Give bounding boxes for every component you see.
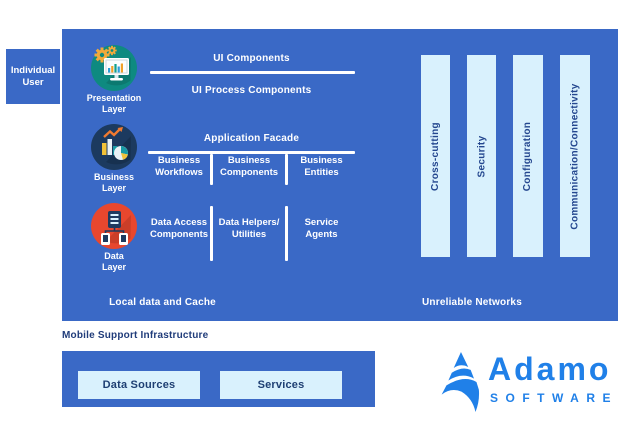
data-access-components-cell: Data Access Components: [149, 217, 209, 240]
ui-process-components-label: UI Process Components: [191, 85, 312, 96]
presentation-layer-icon: [91, 45, 137, 91]
communication-connectivity-bar: Communication/Connectivity: [560, 55, 590, 257]
service-agents-cell: Service Agents: [304, 217, 339, 240]
adamo-software-logo: Adamo SOFTWARE: [440, 351, 626, 413]
data-layer-badge: Data Layer: [77, 203, 151, 273]
business-layer-label: Business Layer: [93, 172, 135, 193]
cross-cutting-bar: Cross-cutting: [421, 55, 450, 257]
data-layer-icon: [91, 203, 137, 249]
business-cell-separator: [285, 154, 288, 185]
business-components-cell: Business Components: [219, 155, 279, 178]
business-layer-badge: Business Layer: [77, 124, 151, 194]
cross-cutting-label: Cross-cutting: [430, 121, 441, 191]
local-data-cache-label: Local data and Cache: [109, 297, 216, 308]
data-sources-box: Data Sources: [78, 371, 200, 399]
mobile-support-infrastructure-title: Mobile Support Infrastructure: [62, 330, 209, 341]
configuration-label: Configuration: [522, 121, 534, 191]
configuration-bar: Configuration: [513, 55, 543, 257]
data-cell-separator: [210, 206, 213, 261]
data-helpers-utilities-cell: Data Helpers/ Utilities: [218, 217, 280, 240]
ui-components-label: UI Components: [213, 53, 290, 64]
security-bar: Security: [467, 55, 496, 257]
business-cell-separator: [210, 154, 213, 185]
data-layer-label: Data Layer: [101, 251, 127, 272]
application-facade-label: Application Facade: [203, 133, 300, 144]
communication-connectivity-label: Communication/Connectivity: [569, 82, 581, 230]
data-sources-label: Data Sources: [102, 379, 176, 391]
logo-subtitle: SOFTWARE: [490, 391, 618, 405]
infrastructure-panel: Data Sources Services: [62, 351, 375, 407]
business-layer-icon: [91, 124, 137, 170]
presentation-layer-label: Presentation Layer: [86, 93, 142, 114]
services-label: Services: [257, 379, 305, 391]
presentation-divider-line: [150, 71, 355, 74]
business-cells-row: Business Workflows Business Components B…: [148, 154, 355, 185]
data-cell-separator: [285, 206, 288, 261]
adamo-sail-icon: [441, 352, 480, 412]
logo-wordmark: Adamo: [488, 351, 612, 387]
business-workflows-cell: Business Workflows: [155, 155, 203, 178]
data-cells-row: Data Access Components Data Helpers/ Uti…: [148, 206, 355, 261]
services-box: Services: [220, 371, 342, 399]
individual-user-label: Individual User: [10, 64, 56, 88]
unreliable-networks-label: Unreliable Networks: [422, 297, 522, 308]
individual-user-box: Individual User: [6, 49, 60, 104]
security-label: Security: [476, 135, 487, 177]
business-entities-cell: Business Entities: [300, 155, 343, 178]
app-layers-panel: Presentation Layer Business Layer: [62, 29, 618, 321]
business-divider-line: [148, 151, 355, 154]
presentation-layer-badge: Presentation Layer: [77, 45, 151, 115]
